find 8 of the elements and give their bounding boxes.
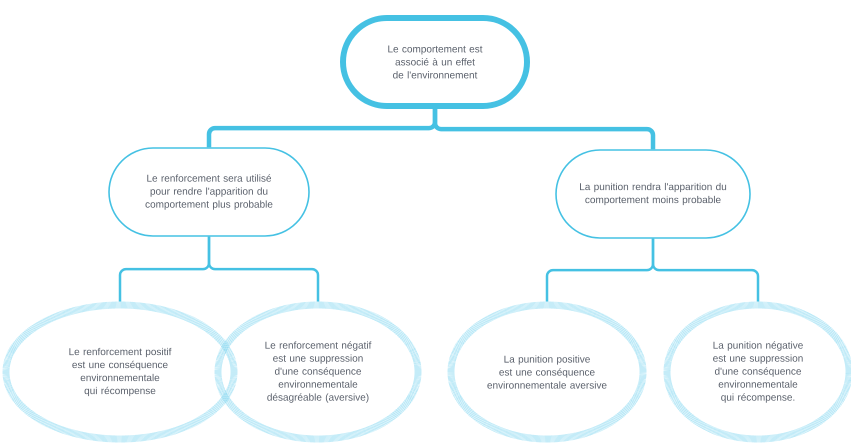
hatched-oval: Le renforcement positif est une conséquence environnementale qui récompense xyxy=(2,302,238,442)
connector xyxy=(208,236,320,302)
rounded-box: Le renforcement sera utilisé pour rendre l'apparition du comportement plus probable xyxy=(108,147,310,237)
rounded-box: Le comportement est associé à un effet de l'environnement xyxy=(340,15,530,109)
connector xyxy=(652,238,760,302)
rounded-box: La punition rendra l'apparition du comportement moins probable xyxy=(555,149,751,239)
hatched-oval: La punition positive est une conséquence environnementale aversive xyxy=(448,302,646,442)
hatched-oval: Le renforcement négatif est une suppression d'une conséquence environnementale désagréable (aversive) xyxy=(214,302,422,442)
